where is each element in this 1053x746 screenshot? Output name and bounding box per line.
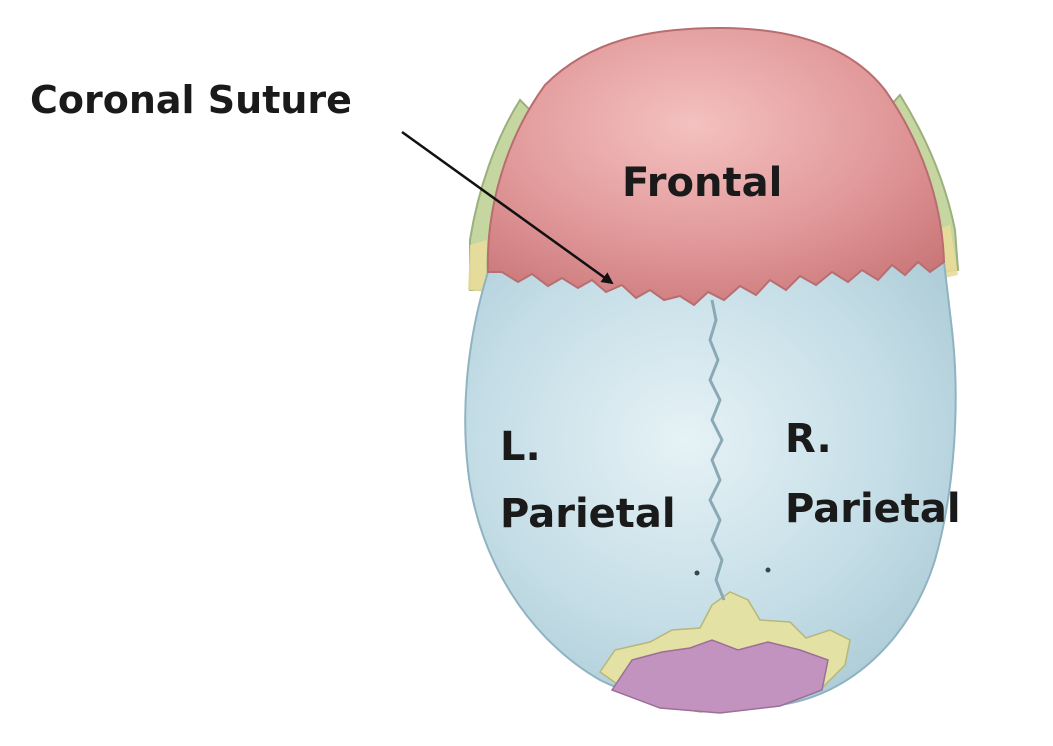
left-parietal-label-line1: L. [500, 424, 541, 470]
coronal-suture-label: Coronal Suture [30, 78, 352, 122]
occipital-bone [610, 639, 829, 714]
left-parietal-label-line2: Parietal [500, 491, 676, 537]
parietal-foramen-left [694, 570, 700, 576]
right-parietal-label-line1: R. [785, 416, 832, 462]
right-parietal-label-line2: Parietal [785, 486, 961, 532]
frontal-bone [486, 26, 946, 307]
coronal-suture-arrow [401, 130, 614, 285]
parietal-foramen-right [765, 567, 771, 573]
sagittal-suture [708, 299, 726, 601]
left-sphenoid-yellow [468, 240, 487, 292]
frontal-label: Frontal [622, 160, 782, 206]
